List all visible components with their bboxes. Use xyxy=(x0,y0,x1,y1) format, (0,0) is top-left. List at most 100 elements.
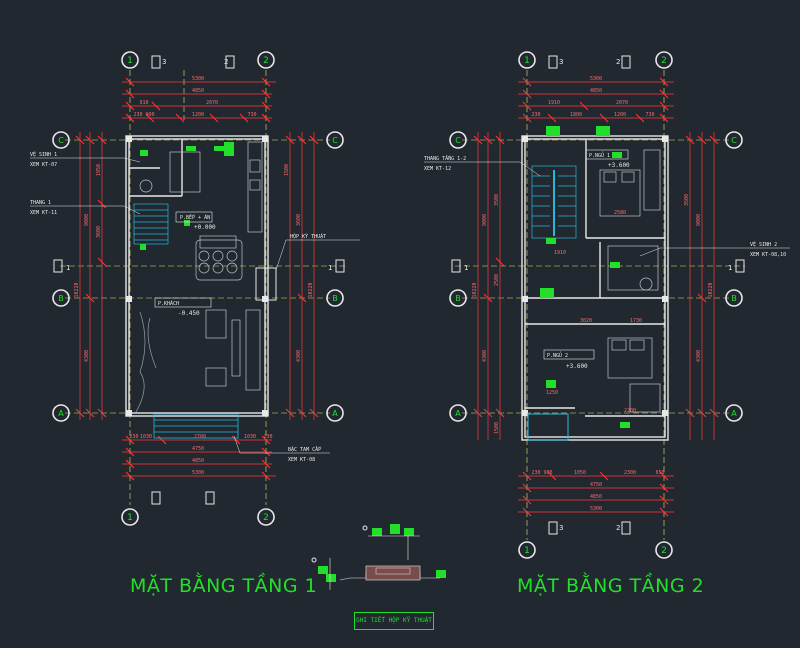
plan1-dim-bot-7: 5300 xyxy=(192,470,204,476)
plan1-grid-top-1: 1 xyxy=(121,51,139,69)
plan2-dim-bot-6: 4850 xyxy=(590,494,602,500)
svg-text:1: 1 xyxy=(328,264,332,272)
plan2-dim-bot-0: 230 xyxy=(531,470,540,476)
plan1-grid-left-A-label: A xyxy=(58,409,64,418)
floor-plan-2: P.NGỦ 1 P.NGỦ 2 +3.600 +3.600 THANG TẦNG… xyxy=(424,51,790,559)
plan1-section-marker-left: 1 xyxy=(53,259,70,273)
plan1-grid-left-C-label: C xyxy=(58,136,64,145)
detail-box-inner xyxy=(375,567,411,575)
plan1-grid-left-B-label: B xyxy=(58,294,64,303)
plan2-dim-mid-5: 2200 xyxy=(624,408,636,414)
plan2-grid-top-1-label: 1 xyxy=(524,56,530,66)
plan1-dim-left-5: 3600 xyxy=(96,226,102,238)
plan2-dim-bot-5: 4750 xyxy=(590,482,602,488)
plan1-dim-top-6: 1200 xyxy=(192,112,204,118)
plan1-grid-top-3: 3 xyxy=(151,55,166,69)
plan1-room-living: P.KHÁCH xyxy=(158,300,179,307)
svg-text:B: B xyxy=(332,294,338,303)
svg-text:A: A xyxy=(731,409,737,418)
plan2-dim-left-1: 9000 xyxy=(482,214,488,226)
plan1-columns xyxy=(126,136,268,416)
plan1-section-left-label: 1 xyxy=(66,264,70,272)
svg-text:2: 2 xyxy=(661,546,667,556)
detail-green-markers xyxy=(318,524,446,582)
plan2-grid-top-3-label: 3 xyxy=(559,58,563,66)
plan2-title: MẶT BẰNG TẦNG 2 xyxy=(517,575,705,597)
plan1-grid-bottom-2-label: 2 xyxy=(263,513,269,523)
plan2-grid-bottom-3-label: 3 xyxy=(559,524,563,532)
plan1-grid-right-B: B xyxy=(326,289,344,307)
plan2-section-marker-right: 1 xyxy=(728,259,745,273)
plan1-living-furniture xyxy=(135,309,261,413)
plan2-room-label-boxes xyxy=(543,149,629,360)
detail-box xyxy=(365,565,421,581)
plan1-dim-bot-2: 2700 xyxy=(194,434,206,440)
technical-box-detail xyxy=(311,524,446,590)
plan1-walls xyxy=(125,135,269,417)
plan1-grid-bottom-1: 1 xyxy=(121,508,139,526)
svg-text:A: A xyxy=(332,409,338,418)
plan1-dim-top-3: 2070 xyxy=(206,100,218,106)
plan1-grid-lines xyxy=(60,70,345,505)
plan2-grid-lines xyxy=(455,70,745,540)
plan2-dim-left-3: 2500 xyxy=(494,274,500,286)
plan2-note-wc-ref: XEM KT-08,10 xyxy=(750,252,786,258)
plan1-grid-left-B: B xyxy=(52,289,70,307)
plan2-note-stair: THANG TẦNG 1-2 xyxy=(424,155,466,162)
plan2-dim-bot-1: 900 xyxy=(543,470,552,476)
plan1-dim-right-0: 1500 xyxy=(284,164,290,176)
plan1-dimension-ticks xyxy=(75,77,319,481)
plan1-dim-right-4: 4300 xyxy=(296,350,302,362)
plan1-dim-bot-1: 1030 xyxy=(140,434,152,440)
plan2-grid-right-A: A xyxy=(725,404,743,422)
plan2-room-bedroom-2: P.NGỦ 2 xyxy=(547,351,568,359)
plan1-dim-top-4: 230 xyxy=(133,112,142,118)
plan1-grid-left-C: C xyxy=(52,131,70,149)
plan1-green-markers xyxy=(140,142,234,250)
plan1-dim-top-5: 900 xyxy=(145,112,154,118)
svg-text:1: 1 xyxy=(524,546,530,556)
plan2-dim-right-2: 4300 xyxy=(696,350,702,362)
plan2-dim-mid-1: 2580 xyxy=(614,210,626,216)
plan1-technical-box xyxy=(255,267,277,301)
plan2-dim-mid-3: 1730 xyxy=(630,318,642,324)
plan1-stair xyxy=(133,203,169,245)
plan2-dim-top-2: 1910 xyxy=(548,100,560,106)
plan1-dim-bot-0: 230 xyxy=(129,434,138,440)
plan2-grid-right-B: B xyxy=(725,289,743,307)
plan1-dim-top-2: 910 xyxy=(139,100,148,106)
plan2-grid-left-C-label: C xyxy=(455,136,461,145)
plan1-title: MẶT BẰNG TẦNG 1 xyxy=(130,575,318,597)
plan1-grid-top-1-label: 1 xyxy=(127,56,133,66)
plan2-grid-left-A: A xyxy=(449,404,467,422)
plan1-section-mark-bottom xyxy=(151,491,161,505)
plan1-dim-right-6: 10220 xyxy=(308,282,314,297)
plan1-leader-lines xyxy=(30,157,360,454)
plan2-columns xyxy=(522,136,668,416)
plan1-dim-left-3: 4300 xyxy=(84,350,90,362)
plan2-green-markers xyxy=(540,126,630,428)
plan2-grid-bottom-2: 2 xyxy=(616,521,631,535)
plan2-dim-right-1: 9000 xyxy=(696,214,702,226)
plan2-grid-left-A-label: A xyxy=(455,409,461,418)
svg-text:1: 1 xyxy=(728,264,732,272)
plan2-dim-mid-0: 1910 xyxy=(554,250,566,256)
plan1-dim-right-1: 3600 xyxy=(296,214,302,226)
plan2-dim-right-3: 10220 xyxy=(708,282,714,297)
plan2-dim-top-5: 1800 xyxy=(570,112,582,118)
plan2-room-bedroom-1: P.NGỦ 1 xyxy=(589,151,610,159)
plan1-section-marker-right: 1 xyxy=(328,259,345,273)
plan1-dim-bot-4: 230 xyxy=(263,434,272,440)
plan1-dimension-lines xyxy=(79,81,315,477)
plan1-dim-left-0: 10220 xyxy=(74,282,80,297)
plan2-dim-right-0: 3500 xyxy=(684,194,690,206)
detail-legend-label: GHI TIẾT HỘP KỸ THUẬT xyxy=(354,612,434,630)
plan1-room-kitchen: P.BẾP + ĂN xyxy=(180,213,210,221)
plan1-kitchen-furniture xyxy=(139,141,263,281)
plan2-grid-bottom-bubble-1: 1 xyxy=(518,541,536,559)
plan1-level-kitchen: +0.000 xyxy=(194,224,216,231)
plan2-dim-top-0: 5300 xyxy=(590,76,602,82)
plan2-level-bedroom-2: +3.600 xyxy=(566,363,588,370)
